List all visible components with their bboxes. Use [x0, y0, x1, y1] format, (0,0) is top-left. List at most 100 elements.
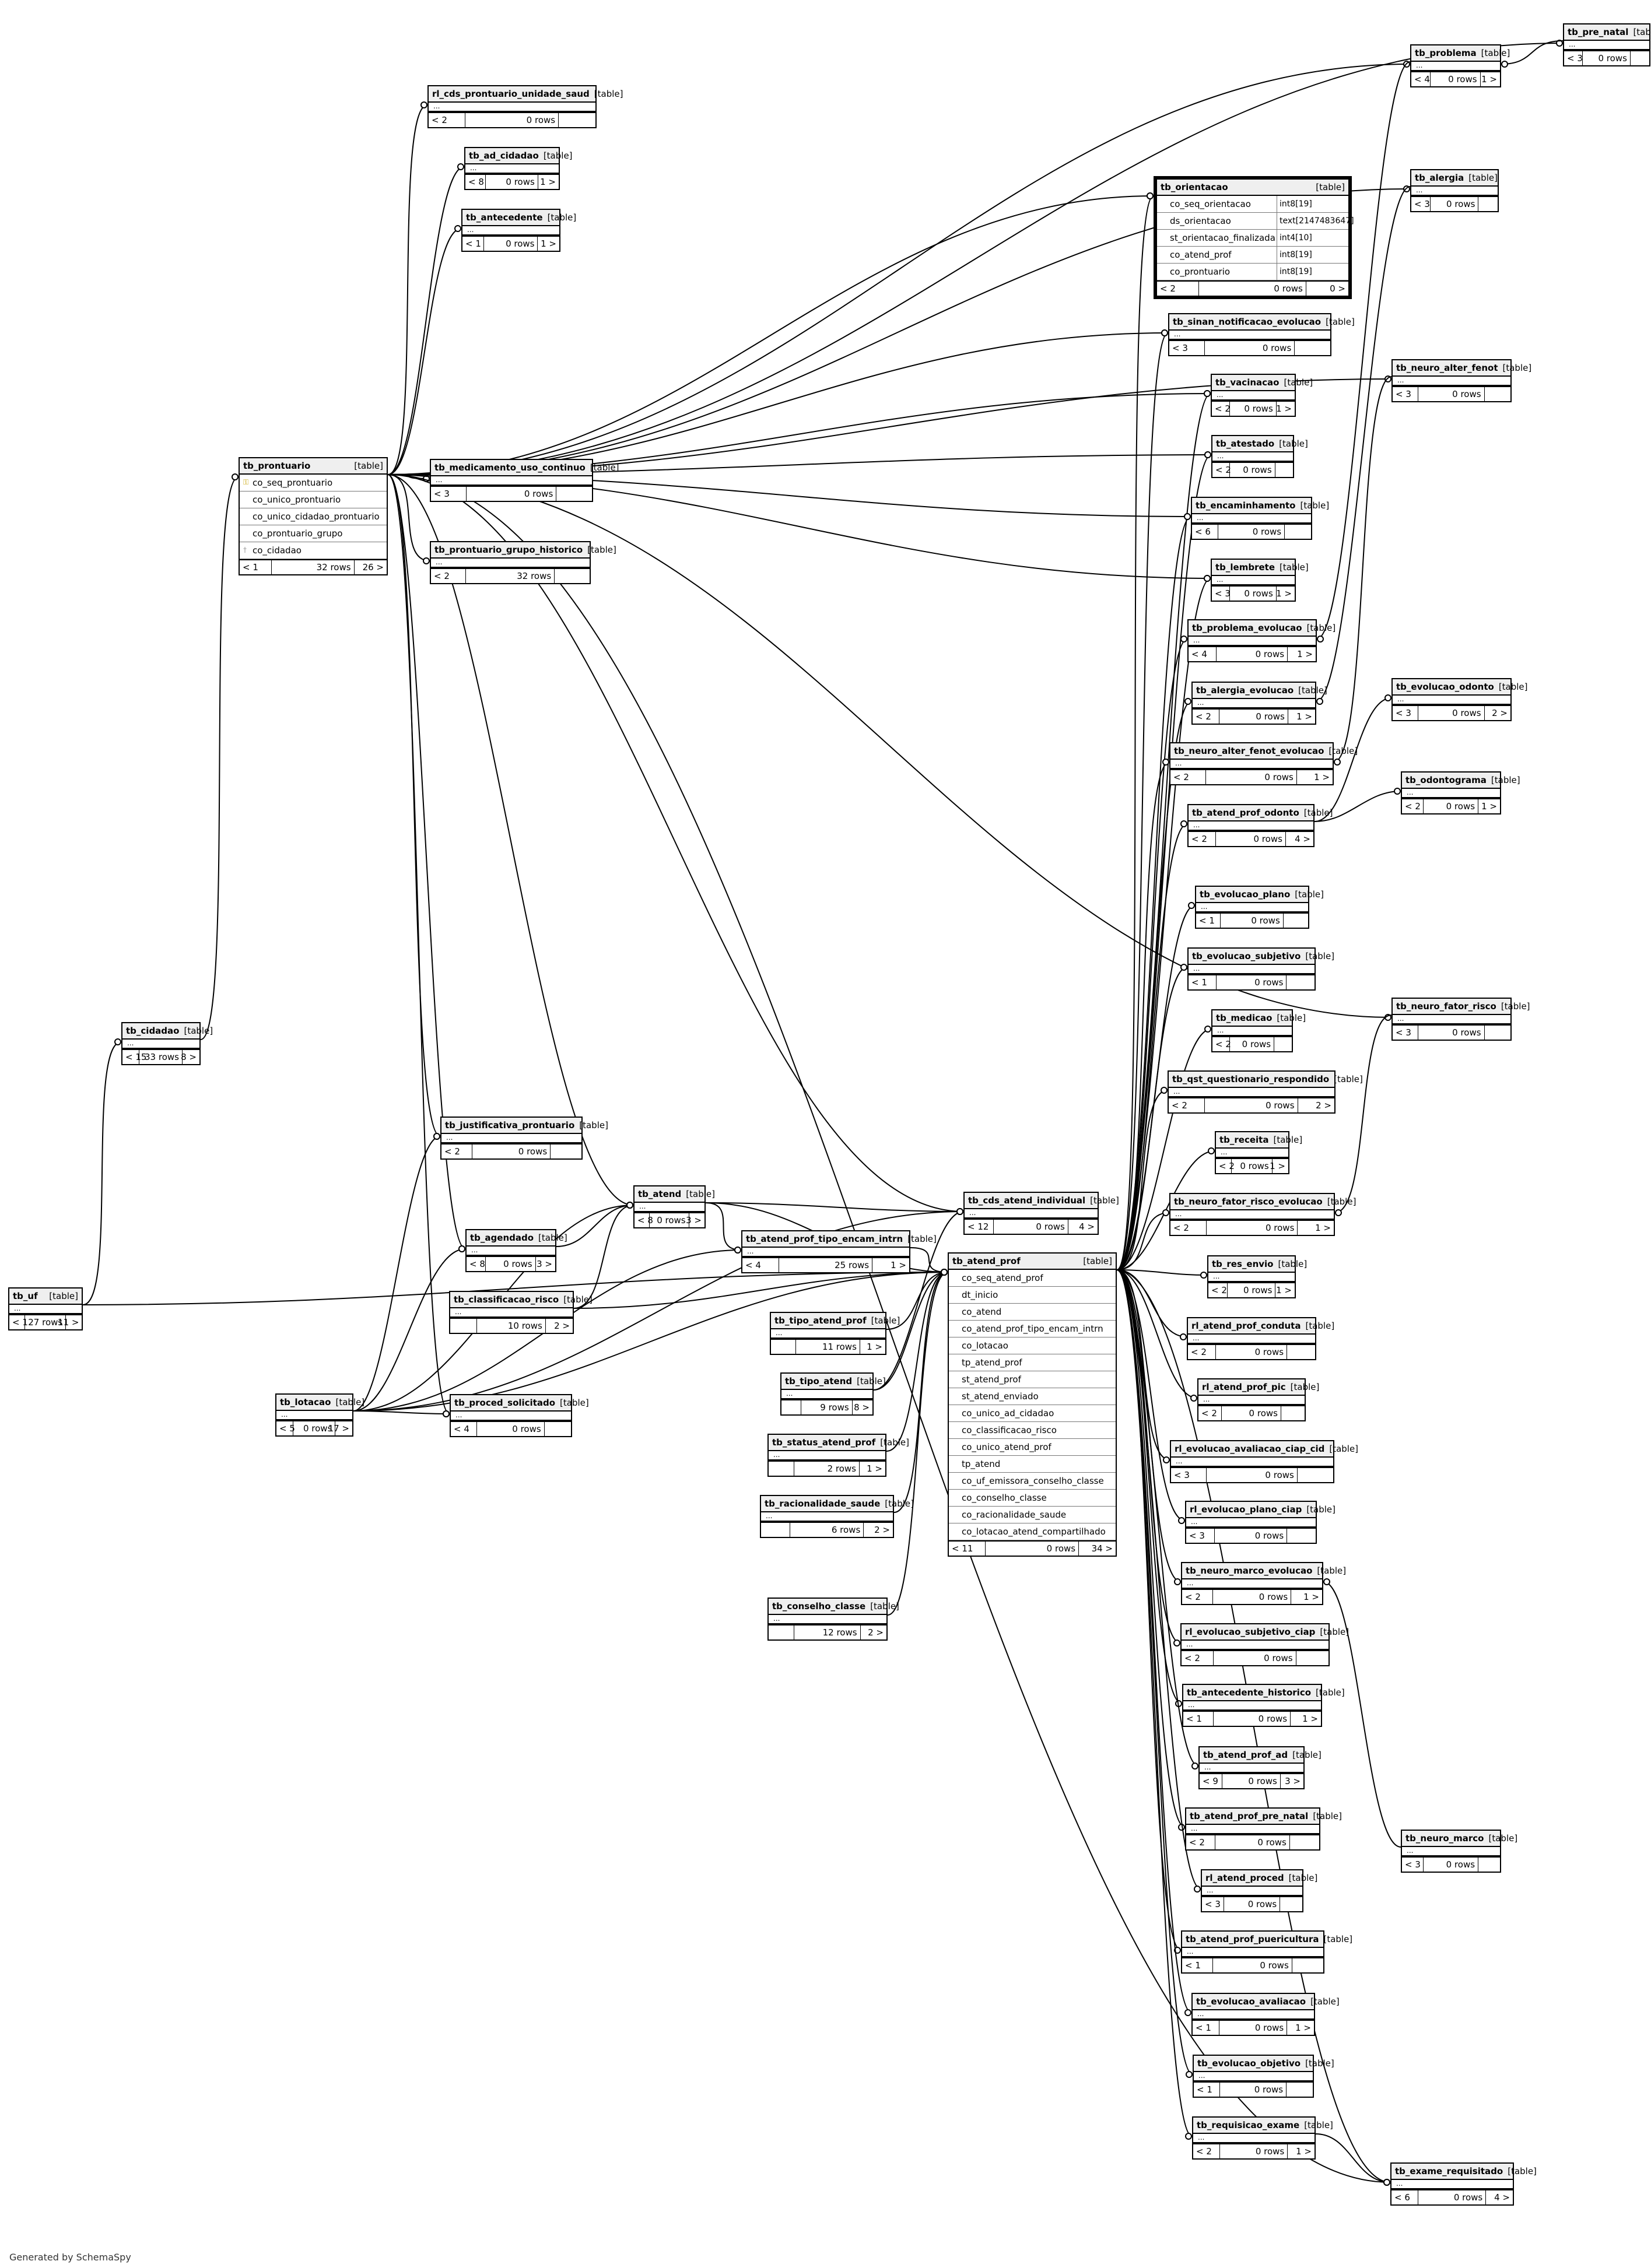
table-tb-atend-prof-tipo-encam-intrn[interactable]: tb_atend_prof_tipo_encam_intrn[table]...…: [741, 1230, 937, 1273]
table-tb-sinan-notificacao-evolucao[interactable]: tb_sinan_notificacao_evolucao[table]...<…: [1168, 313, 1355, 356]
table-tb-medicamento-uso-continuo[interactable]: tb_medicamento_uso_continuo[table]...< 3…: [430, 459, 619, 502]
collapsed-columns: ...: [771, 1329, 885, 1339]
table-tb-justificativa-prontuario[interactable]: tb_justificativa_prontuario[table]...< 2…: [440, 1117, 608, 1160]
table-tb-neuro-fator-risco-evolucao[interactable]: tb_neuro_fator_risco_evolucao[table]...<…: [1169, 1193, 1356, 1236]
child-count: 1 >: [1296, 711, 1312, 722]
column-row: co_seq_atend_prof: [949, 1270, 1116, 1287]
table-name: tb_atend_prof_pre_natal: [1190, 1810, 1309, 1821]
row-count: 0 rows: [1431, 197, 1479, 211]
column-name-text: tp_atend_prof: [962, 1357, 1022, 1368]
table-name: tb_pre_natal: [1568, 26, 1629, 37]
child-count: 1 >: [1315, 1222, 1331, 1233]
table-tb-qst-questionario-respondido[interactable]: tb_qst_questionario_respondido[table]...…: [1168, 1070, 1363, 1114]
table-rl-cds-prontuario-unidade-saud[interactable]: rl_cds_prontuario_unidade_saud[table]...…: [427, 85, 623, 128]
table-header: tb_orientacao[table]: [1157, 180, 1348, 196]
table-header: tb_agendado[table]: [467, 1230, 567, 1247]
table-rl-evolucao-avaliacao-ciap-cid[interactable]: rl_evolucao_avaliacao_ciap_cid[table]...…: [1170, 1440, 1358, 1483]
collapsed-columns: ...: [276, 1411, 352, 1420]
parent-count: < 6: [1391, 2190, 1418, 2204]
column-name: co_unico_prontuario: [240, 495, 387, 504]
row-count: 32 rows: [466, 569, 555, 583]
column-row: co_conselho_classe: [949, 1490, 1116, 1507]
table-tb-prontuario-grupo-historico[interactable]: tb_prontuario_grupo_historico[table]...<…: [430, 541, 616, 584]
table-name: tb_antecedente_historico: [1187, 1687, 1312, 1698]
table-header: tb_atend_prof_tipo_encam_intrn[table]: [742, 1231, 937, 1248]
relationship-line: [873, 1211, 964, 1391]
table-tb-neuro-alter-fenot-evolucao[interactable]: tb_neuro_alter_fenot_evolucao[table]...<…: [1169, 742, 1358, 785]
table-header: tb_sinan_notificacao_evolucao[table]: [1169, 314, 1355, 331]
table-type-label: [table]: [1284, 377, 1313, 388]
column-name: co_atend_prof_tipo_encam_intrn: [949, 1324, 1116, 1333]
table-tb-pre-natal[interactable]: tb_pre_natal[table]...< 30 rows: [1563, 23, 1651, 66]
row-count: 0 rows: [1220, 2144, 1288, 2158]
child-count: [1298, 1468, 1333, 1482]
parent-count: < 2: [1193, 710, 1220, 724]
parent-count: < 1: [240, 560, 272, 574]
relationship-line: [1315, 2133, 1391, 2183]
column-name-text: tp_atend: [962, 1458, 1001, 1469]
row-count: 0 rows: [1215, 1529, 1288, 1543]
relationship-line: [387, 104, 428, 475]
crowfoot-marker: [1316, 698, 1323, 705]
table-header: tb_atend[table]: [635, 1186, 715, 1203]
row-count: 0 rows: [467, 487, 557, 501]
row-count: 0 rows: [650, 1213, 689, 1227]
relationship-line: [387, 474, 634, 1206]
parent-count: < 2: [1216, 1159, 1235, 1173]
row-count: 0 rows: [1205, 1098, 1298, 1112]
relationship-line: [873, 1272, 948, 1391]
